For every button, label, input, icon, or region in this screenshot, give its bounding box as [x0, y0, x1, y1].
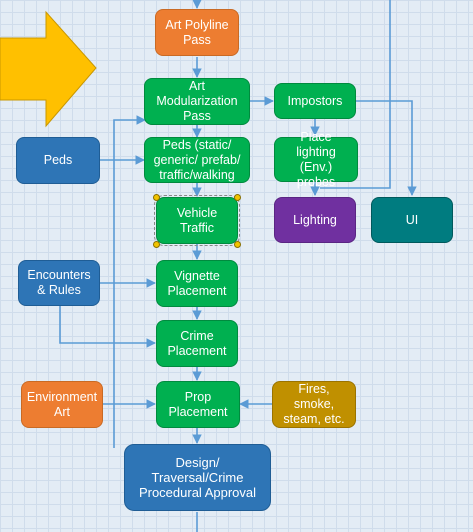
fires-smoke-node[interactable]: Fires, smoke, steam, etc. — [272, 381, 356, 428]
encounters-rules-node[interactable]: Encounters & Rules — [18, 260, 100, 306]
design-approval-node[interactable]: Design/ Traversal/Crime Procedural Appro… — [124, 444, 271, 511]
connector-right-trunk — [320, 0, 391, 189]
vehicle-traffic-node[interactable]: Vehicle Traffic — [154, 195, 240, 246]
connector-impostors-ui — [356, 100, 417, 196]
big-arrow-shape — [0, 10, 97, 128]
peds-process-node[interactable]: Peds (static/ generic/ prefab/ traffic/w… — [144, 137, 250, 183]
impostors-node[interactable]: Impostors — [274, 83, 356, 119]
connector-left-trunk — [113, 115, 146, 448]
environment-art-node[interactable]: Environment Art — [21, 381, 103, 428]
vignette-placement-node[interactable]: Vignette Placement — [156, 260, 238, 307]
selection-handle[interactable] — [153, 241, 160, 248]
prop-placement-node[interactable]: Prop Placement — [156, 381, 240, 428]
place-lighting-probes-node[interactable]: Place lighting (Env.) probes — [274, 130, 358, 189]
crime-placement-node[interactable]: Crime Placement — [156, 320, 238, 367]
selection-handle[interactable] — [234, 241, 241, 248]
lighting-node[interactable]: Lighting — [274, 197, 356, 243]
selection-handle[interactable] — [153, 194, 160, 201]
selection-handle[interactable] — [234, 194, 241, 201]
peds-input-node[interactable]: Peds — [16, 137, 100, 184]
art-polyline-pass-node[interactable]: Art Polyline Pass — [155, 9, 239, 56]
art-modularization-pass-node[interactable]: Art Modularization Pass — [144, 78, 250, 125]
ui-node[interactable]: UI — [371, 197, 453, 243]
connector-encounters-crime — [59, 306, 156, 348]
